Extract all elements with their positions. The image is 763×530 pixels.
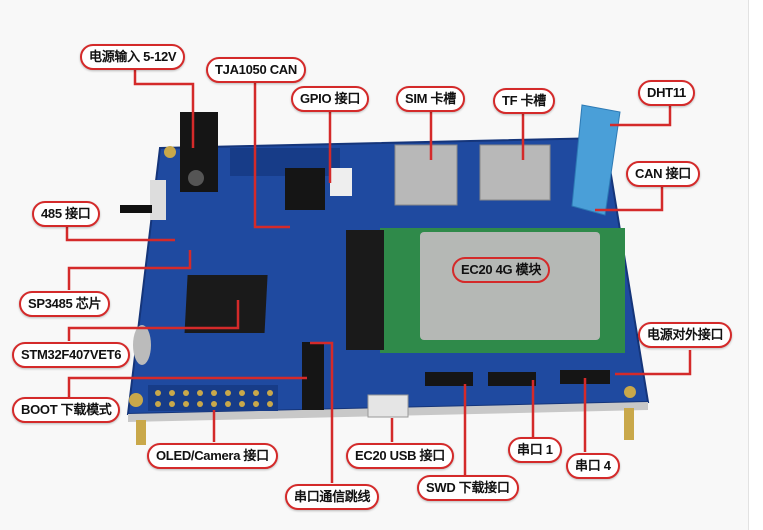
usb-connector bbox=[367, 394, 409, 418]
label-boot-mode: BOOT 下载模式 bbox=[12, 397, 121, 423]
leader-lines bbox=[65, 70, 692, 483]
dht11-sensor bbox=[571, 104, 621, 216]
tf-slot bbox=[479, 144, 551, 201]
label-swd: SWD 下载接口 bbox=[417, 475, 519, 501]
standoff bbox=[624, 408, 634, 440]
oled-header bbox=[148, 385, 278, 411]
standoff bbox=[136, 420, 146, 445]
label-power-out: 电源对外接口 bbox=[638, 322, 733, 348]
label-stm32: STM32F407VET6 bbox=[12, 342, 131, 368]
label-tf-slot: TF 卡槽 bbox=[493, 88, 555, 114]
label-dht11: DHT11 bbox=[638, 80, 695, 106]
label-oled-camera: OLED/Camera 接口 bbox=[147, 443, 278, 469]
label-ec20-module: EC20 4G 模块 bbox=[452, 257, 551, 283]
stm32-chip bbox=[184, 275, 268, 333]
label-power-input: 电源输入 5-12V bbox=[80, 44, 186, 70]
label-ec20-usb: EC20 USB 接口 bbox=[346, 443, 454, 469]
label-sp3485: SP3485 芯片 bbox=[19, 291, 111, 317]
label-uart1: 串口 1 bbox=[508, 437, 562, 463]
label-tja1050-can: TJA1050 CAN bbox=[206, 57, 306, 83]
label-gpio: GPIO 接口 bbox=[291, 86, 370, 112]
sim-slot bbox=[394, 144, 458, 206]
label-485: 485 接口 bbox=[32, 201, 100, 227]
label-can: CAN 接口 bbox=[626, 161, 700, 187]
jumper-block bbox=[302, 342, 324, 410]
label-sim-slot: SIM 卡槽 bbox=[396, 86, 465, 112]
label-uart-jumper: 串口通信跳线 bbox=[285, 484, 380, 510]
label-uart4: 串口 4 bbox=[566, 453, 620, 479]
